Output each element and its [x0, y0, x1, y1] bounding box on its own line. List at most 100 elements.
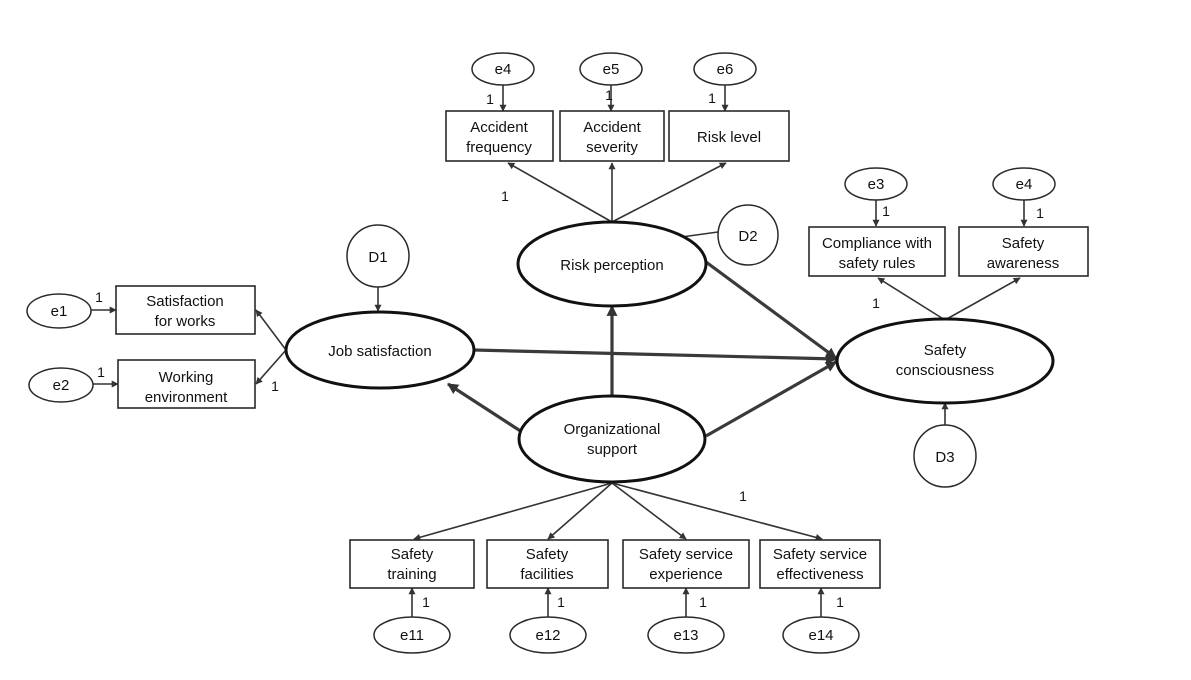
- arrow-sc-compliance: [877, 277, 946, 321]
- disturbance-d3: D3: [913, 424, 977, 488]
- satisfaction-works-line2: for works: [155, 313, 216, 330]
- observed-accident-severity: Accident severity: [559, 110, 665, 162]
- observed-working-environment: Working environment: [117, 359, 256, 409]
- arrow-rp-accident-frequency: [507, 162, 613, 223]
- compliance-line2: safety rules: [839, 255, 916, 272]
- service-experience-line2: experience: [649, 566, 722, 583]
- error-e12-label: e12: [535, 627, 560, 644]
- error-e11: e11: [373, 616, 451, 654]
- error-e4-top: e4: [471, 52, 535, 86]
- arrow-os-service-experience: [611, 482, 687, 540]
- compliance-line1: Compliance with: [822, 235, 932, 252]
- safety-awareness-line1: Safety: [1002, 235, 1045, 252]
- disturbance-d2-label: D2: [738, 228, 757, 245]
- error-e5: e5: [579, 52, 643, 86]
- error-e3-label: e3: [868, 176, 885, 193]
- loading-label-e11: 1: [422, 594, 430, 610]
- loading-label-e1: 1: [95, 289, 103, 305]
- service-experience-line1: Safety service: [639, 546, 733, 563]
- latent-job-satisfaction: Job satisfaction: [284, 310, 476, 390]
- job-satisfaction-label: Job satisfaction: [328, 343, 431, 360]
- error-e13-label: e13: [673, 627, 698, 644]
- observed-safety-awareness: Safety awareness: [958, 226, 1089, 277]
- risk-level-label: Risk level: [697, 129, 761, 146]
- disturbance-d1: D1: [346, 224, 410, 288]
- arrow-os-safety-training: [413, 482, 613, 541]
- path-os-to-js: [447, 382, 523, 434]
- error-e1: e1: [26, 293, 92, 329]
- path-os-to-sc: [705, 360, 837, 438]
- observed-satisfaction-for-works: Satisfaction for works: [115, 285, 256, 335]
- arrow-sc-awareness: [944, 277, 1021, 321]
- error-e3: e3: [844, 167, 908, 201]
- error-e13: e13: [647, 616, 725, 654]
- accident-frequency-line1: Accident: [470, 119, 528, 136]
- arrow-os-safety-facilities: [547, 482, 613, 540]
- satisfaction-works-line1: Satisfaction: [146, 293, 224, 310]
- disturbance-d1-label: D1: [368, 249, 387, 266]
- service-effectiveness-line1: Safety service: [773, 546, 867, 563]
- service-effectiveness-line2: effectiveness: [776, 566, 863, 583]
- loading-label-e13: 1: [699, 594, 707, 610]
- disturbance-d2: D2: [717, 204, 779, 266]
- error-e5-label: e5: [603, 61, 620, 78]
- error-e2-label: e2: [53, 377, 70, 394]
- loading-label-e14: 1: [836, 594, 844, 610]
- working-environment-line2: environment: [145, 389, 228, 406]
- accident-severity-line2: severity: [586, 139, 638, 156]
- latent-organizational-support: Organizational support: [517, 394, 707, 484]
- observed-safety-facilities: Safety facilities: [486, 539, 609, 589]
- path-rp-to-sc: [705, 260, 837, 360]
- error-e6-label: e6: [717, 61, 734, 78]
- loading-label-e4-right: 1: [1036, 205, 1044, 221]
- loading-label-e2: 1: [97, 364, 105, 380]
- safety-consciousness-label-line1: Safety: [924, 342, 967, 359]
- latent-risk-perception: Risk perception: [516, 220, 708, 308]
- arrow-js-satisfaction-works: [255, 309, 287, 351]
- observed-safety-training: Safety training: [349, 539, 475, 589]
- error-e2: e2: [28, 367, 94, 403]
- loading-label-os: 1: [739, 488, 747, 504]
- error-e4-right: e4: [992, 167, 1056, 201]
- safety-facilities-line2: facilities: [520, 566, 573, 583]
- error-e11-label: e11: [400, 627, 424, 644]
- accident-frequency-line2: frequency: [466, 139, 532, 156]
- organizational-support-label-line1: Organizational: [564, 421, 661, 438]
- loading-label-e5: 1: [605, 87, 613, 103]
- error-e12: e12: [509, 616, 587, 654]
- working-environment-line1: Working: [159, 369, 214, 386]
- loading-label-e12: 1: [557, 594, 565, 610]
- observed-safety-service-experience: Safety service experience: [622, 539, 750, 589]
- accident-severity-line1: Accident: [583, 119, 641, 136]
- arrow-rp-risk-level: [611, 162, 727, 223]
- loading-label-js: 1: [271, 378, 279, 394]
- safety-awareness-line2: awareness: [987, 255, 1060, 272]
- error-e14: e14: [782, 616, 860, 654]
- observed-safety-service-effectiveness: Safety service effectiveness: [759, 539, 881, 589]
- error-e4-top-label: e4: [495, 61, 512, 78]
- latent-safety-consciousness: Safety consciousness: [835, 317, 1055, 405]
- disturbance-d3-label: D3: [935, 449, 954, 466]
- arrow-os-service-effectiveness: [611, 482, 823, 541]
- error-e1-label: e1: [51, 303, 68, 320]
- observed-risk-level: Risk level: [668, 110, 790, 162]
- error-e6: e6: [693, 52, 757, 86]
- observed-accident-frequency: Accident frequency: [445, 110, 554, 162]
- error-e14-label: e14: [808, 627, 833, 644]
- safety-consciousness-label-line2: consciousness: [896, 362, 994, 379]
- arrow-js-working-environment: [255, 349, 287, 385]
- error-e4-right-label: e4: [1016, 176, 1033, 193]
- loading-label-e3: 1: [882, 203, 890, 219]
- safety-facilities-line1: Safety: [526, 546, 569, 563]
- safety-training-line2: training: [387, 566, 436, 583]
- loading-label-e6: 1: [708, 90, 716, 106]
- safety-training-line1: Safety: [391, 546, 434, 563]
- organizational-support-label-line2: support: [587, 441, 638, 458]
- risk-perception-label: Risk perception: [560, 257, 663, 274]
- loading-label-e4-top: 1: [486, 91, 494, 107]
- loading-label-rp: 1: [501, 188, 509, 204]
- observed-compliance-with-safety-rules: Compliance with safety rules: [808, 226, 946, 277]
- path-js-to-sc: [473, 348, 838, 365]
- loading-label-sc: 1: [872, 295, 880, 311]
